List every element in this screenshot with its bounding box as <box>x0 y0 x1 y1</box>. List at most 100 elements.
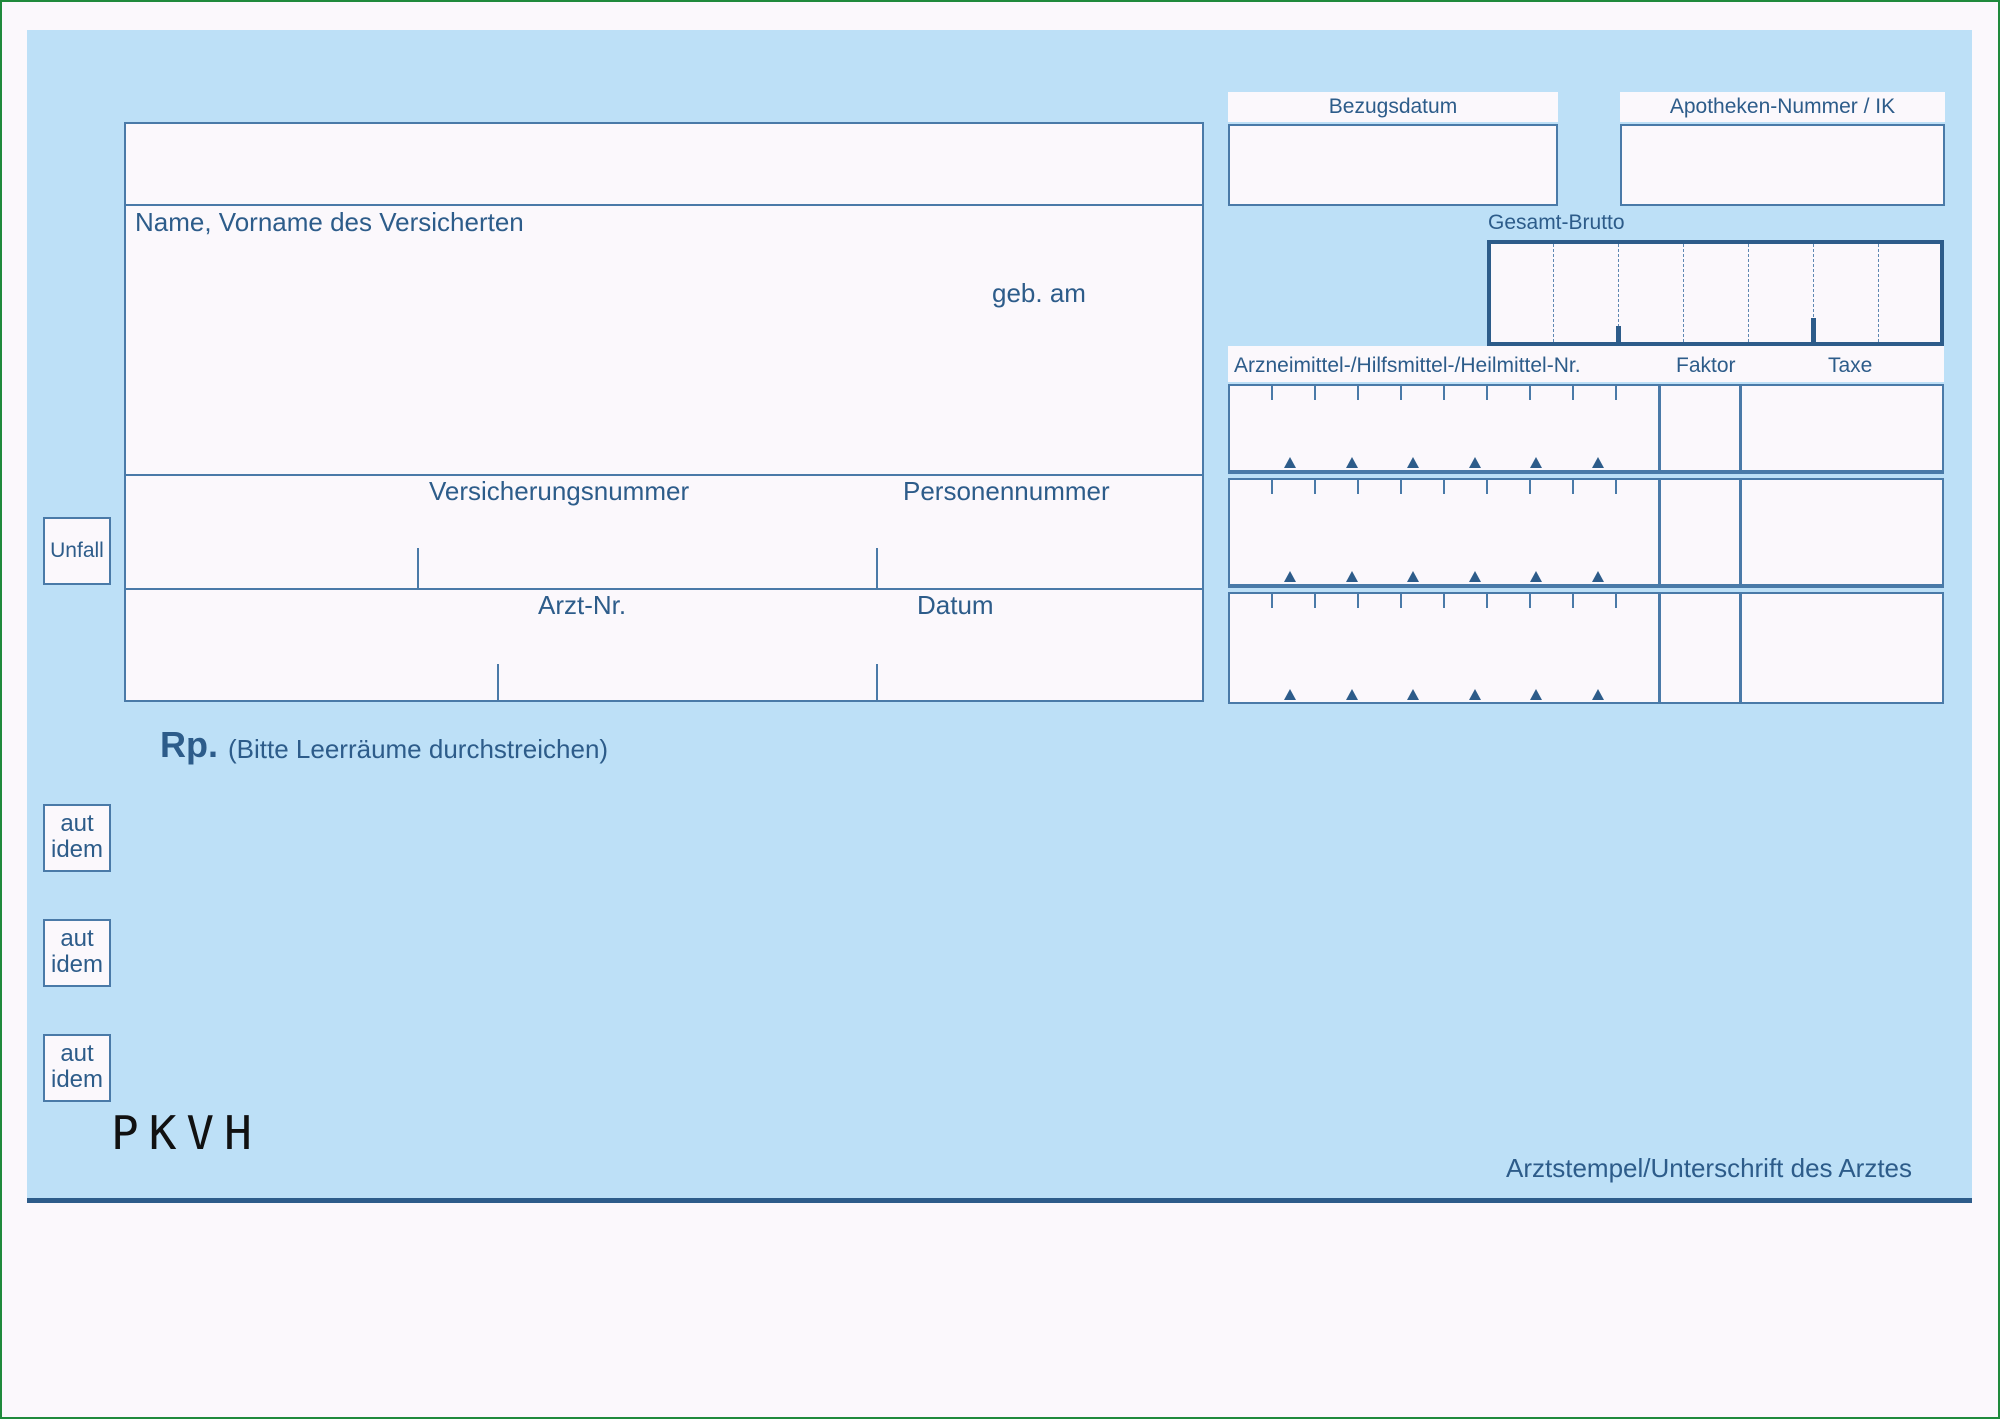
signature-label: Arztstempel/Unterschrift des Arztes <box>1506 1153 1913 1183</box>
pickup-date-field[interactable] <box>1228 124 1558 206</box>
medication-digit-tick-1-9 <box>1615 386 1617 400</box>
tax-field-2[interactable] <box>1740 478 1944 586</box>
patient-box-divider-3 <box>124 588 1204 590</box>
medication-digit-tick-1-7 <box>1529 386 1531 400</box>
factor-label: Faktor <box>1676 354 1736 377</box>
medication-digit-marker-2-4 <box>1469 571 1481 582</box>
medication-digit-tick-1-1 <box>1271 386 1273 400</box>
doctor-number-label: Arzt-Nr. <box>538 590 627 620</box>
medication-digit-tick-1-5 <box>1443 386 1445 400</box>
medication-digit-tick-2-8 <box>1572 480 1574 494</box>
medication-table-header <box>1228 346 1944 382</box>
medication-digit-tick-2-1 <box>1271 480 1273 494</box>
gross-total-decimal-mark-1 <box>1616 326 1621 342</box>
patient-box-divider-2 <box>124 474 1204 476</box>
medication-digit-marker-2-3 <box>1407 571 1419 582</box>
medication-digit-marker-3-2 <box>1346 689 1358 700</box>
factor-field-1[interactable] <box>1658 384 1742 472</box>
medication-digit-tick-3-2 <box>1314 594 1316 608</box>
medication-digit-tick-2-2 <box>1314 480 1316 494</box>
medication-digit-tick-1-6 <box>1486 386 1488 400</box>
birthdate-label: geb. am <box>992 278 1086 308</box>
tax-field-3[interactable] <box>1740 592 1944 704</box>
aut-idem-label-3: aut idem <box>50 1040 104 1093</box>
medication-digit-tick-3-4 <box>1400 594 1402 608</box>
medication-digit-tick-3-8 <box>1572 594 1574 608</box>
medication-digit-marker-2-1 <box>1284 571 1296 582</box>
medication-number-field-2[interactable] <box>1228 478 1660 586</box>
medication-digit-marker-1-2 <box>1346 457 1358 468</box>
aut-idem-checkbox-3[interactable]: aut idem <box>43 1034 111 1102</box>
prescription-area[interactable] <box>124 790 1204 1110</box>
pharmacy-number-field[interactable] <box>1620 124 1945 206</box>
medication-digit-marker-2-6 <box>1592 571 1604 582</box>
medication-digit-marker-2-5 <box>1530 571 1542 582</box>
pickup-date-label: Bezugsdatum <box>1328 95 1458 118</box>
person-number-label: Personennummer <box>903 476 1110 506</box>
name-label: Name, Vorname des Versicherten <box>135 207 524 237</box>
gross-total-divider-2 <box>1618 244 1619 342</box>
insured-name-field[interactable] <box>126 206 1202 472</box>
accident-checkbox[interactable]: Unfall <box>43 517 111 585</box>
aut-idem-checkbox-2[interactable]: aut idem <box>43 919 111 987</box>
doctor-number-field[interactable] <box>126 624 1202 700</box>
medication-digit-tick-3-3 <box>1357 594 1359 608</box>
medication-digit-tick-2-5 <box>1443 480 1445 494</box>
medication-digit-tick-2-9 <box>1615 480 1617 494</box>
medication-row-separator-1 <box>1228 472 1944 474</box>
medication-digit-marker-3-5 <box>1530 689 1542 700</box>
patient-data-box <box>124 122 1204 702</box>
gross-total-divider-5 <box>1813 244 1814 342</box>
medication-digit-tick-2-3 <box>1357 480 1359 494</box>
pkvh-mark: PKVH <box>111 1106 262 1160</box>
doctor-field-separator-2 <box>876 664 878 702</box>
aut-idem-checkbox-1[interactable]: aut idem <box>43 804 111 872</box>
medication-digit-marker-1-1 <box>1284 457 1296 468</box>
medication-digit-tick-3-1 <box>1271 594 1273 608</box>
medication-row-separator-2 <box>1228 586 1944 588</box>
signature-area[interactable] <box>1250 980 1950 1150</box>
medication-digit-marker-1-6 <box>1592 457 1604 468</box>
aut-idem-label-2: aut idem <box>50 925 104 978</box>
factor-field-2[interactable] <box>1658 478 1742 586</box>
gross-total-field[interactable] <box>1487 240 1944 346</box>
medication-digit-tick-3-5 <box>1443 594 1445 608</box>
medication-digit-tick-1-2 <box>1314 386 1316 400</box>
pharmacy-number-header: Apotheken-Nummer / IK <box>1620 92 1945 122</box>
medication-digit-tick-2-4 <box>1400 480 1402 494</box>
date-label: Datum <box>917 590 994 620</box>
insurance-number-label: Versicherungsnummer <box>429 476 690 506</box>
gross-total-divider-1 <box>1553 244 1554 342</box>
gross-total-decimal-mark-2 <box>1811 318 1816 342</box>
patient-box-divider-1 <box>124 204 1204 206</box>
medication-number-field-3[interactable] <box>1228 592 1660 704</box>
medication-digit-tick-3-7 <box>1529 594 1531 608</box>
gross-total-divider-4 <box>1748 244 1749 342</box>
insurance-field-separator-1 <box>417 548 419 588</box>
medication-digit-marker-3-1 <box>1284 689 1296 700</box>
rp-label: Rp. <box>160 724 218 765</box>
gross-total-divider-6 <box>1878 244 1879 342</box>
medication-digit-tick-2-6 <box>1486 480 1488 494</box>
medication-digit-tick-1-4 <box>1400 386 1402 400</box>
insurance-field-separator-2 <box>876 548 878 588</box>
medication-digit-marker-2-2 <box>1346 571 1358 582</box>
medication-digit-tick-3-9 <box>1615 594 1617 608</box>
doctor-field-separator-1 <box>497 664 499 702</box>
insurance-number-field[interactable] <box>126 510 1202 586</box>
medication-digit-tick-2-7 <box>1529 480 1531 494</box>
medication-digit-tick-1-3 <box>1357 386 1359 400</box>
medication-number-label: Arzneimittel-/Hilfsmittel-/Heilmittel-Nr… <box>1234 354 1581 377</box>
rp-hint: (Bitte Leerräume durchstreichen) <box>228 734 609 764</box>
tax-label: Taxe <box>1828 354 1873 377</box>
factor-field-3[interactable] <box>1658 592 1742 704</box>
medication-digit-marker-1-3 <box>1407 457 1419 468</box>
medication-digit-tick-1-8 <box>1572 386 1574 400</box>
medication-digit-marker-3-6 <box>1592 689 1604 700</box>
medication-digit-marker-1-5 <box>1530 457 1542 468</box>
medication-digit-marker-3-4 <box>1469 689 1481 700</box>
gross-total-label: Gesamt-Brutto <box>1488 211 1625 234</box>
medication-digit-marker-1-4 <box>1469 457 1481 468</box>
tax-field-1[interactable] <box>1740 384 1944 472</box>
